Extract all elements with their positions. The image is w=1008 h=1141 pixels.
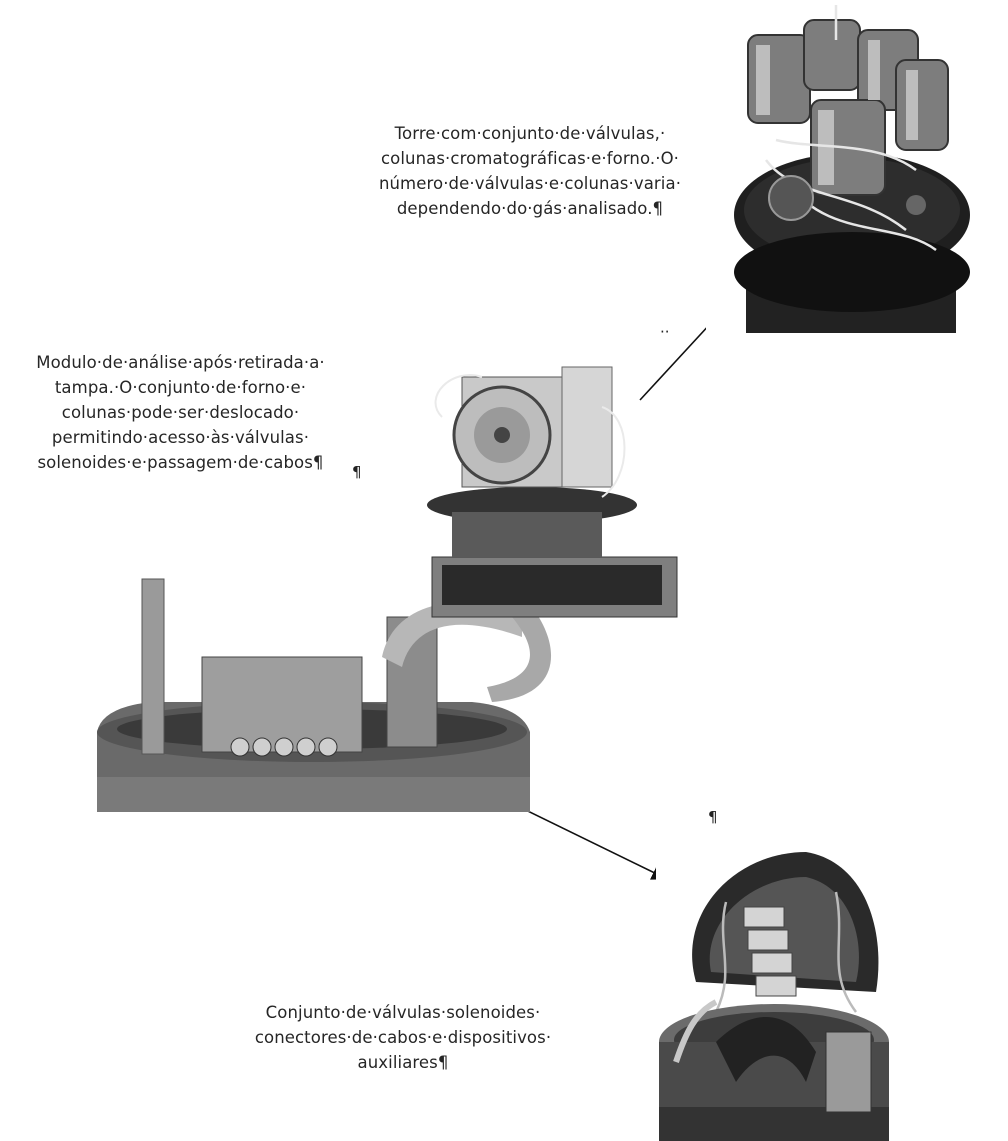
tower-caption-line: colunas·cromatográficas·e·forno.·O· <box>380 149 680 168</box>
tower-caption-line: dependendo·do·gás·analisado.¶ <box>396 199 664 218</box>
solenoid-caption-line: Conjunto·de·válvulas·solenoides· <box>265 1003 541 1022</box>
module-caption-line: permitindo·acesso·às·válvulas· <box>51 428 310 447</box>
module-caption-line: tampa.·O·conjunto·de·forno·e· <box>54 378 307 397</box>
solenoid-caption-line: auxiliares¶ <box>357 1053 449 1072</box>
tower-caption-line: número·de·válvulas·e·colunas·varia· <box>378 174 682 193</box>
space-marks: ·· <box>660 323 670 341</box>
analysis-module-photo <box>97 366 678 812</box>
valve-tower-photo <box>706 0 978 333</box>
solenoid-caption-line: conectores·de·cabos·e·dispositivos· <box>254 1028 552 1047</box>
tower-caption-line: Torre·com·conjunto·de·válvulas,· <box>394 124 666 143</box>
paragraph-mark: ¶ <box>352 463 362 481</box>
module-caption-line: colunas·pode·ser·deslocado· <box>61 403 300 422</box>
solenoid-caption: Conjunto·de·válvulas·solenoides· conecto… <box>233 1000 573 1075</box>
paragraph-mark: ¶ <box>708 808 718 826</box>
tower-caption: Torre·com·conjunto·de·válvulas,· colunas… <box>355 121 705 221</box>
module-caption-line: Modulo·de·análise·após·retirada·a· <box>36 353 325 372</box>
solenoid-valves-photo <box>656 852 891 1141</box>
module-caption-line: solenoides·e·passagem·de·cabos¶ <box>37 453 324 472</box>
module-caption: Modulo·de·análise·após·retirada·a· tampa… <box>8 350 353 475</box>
